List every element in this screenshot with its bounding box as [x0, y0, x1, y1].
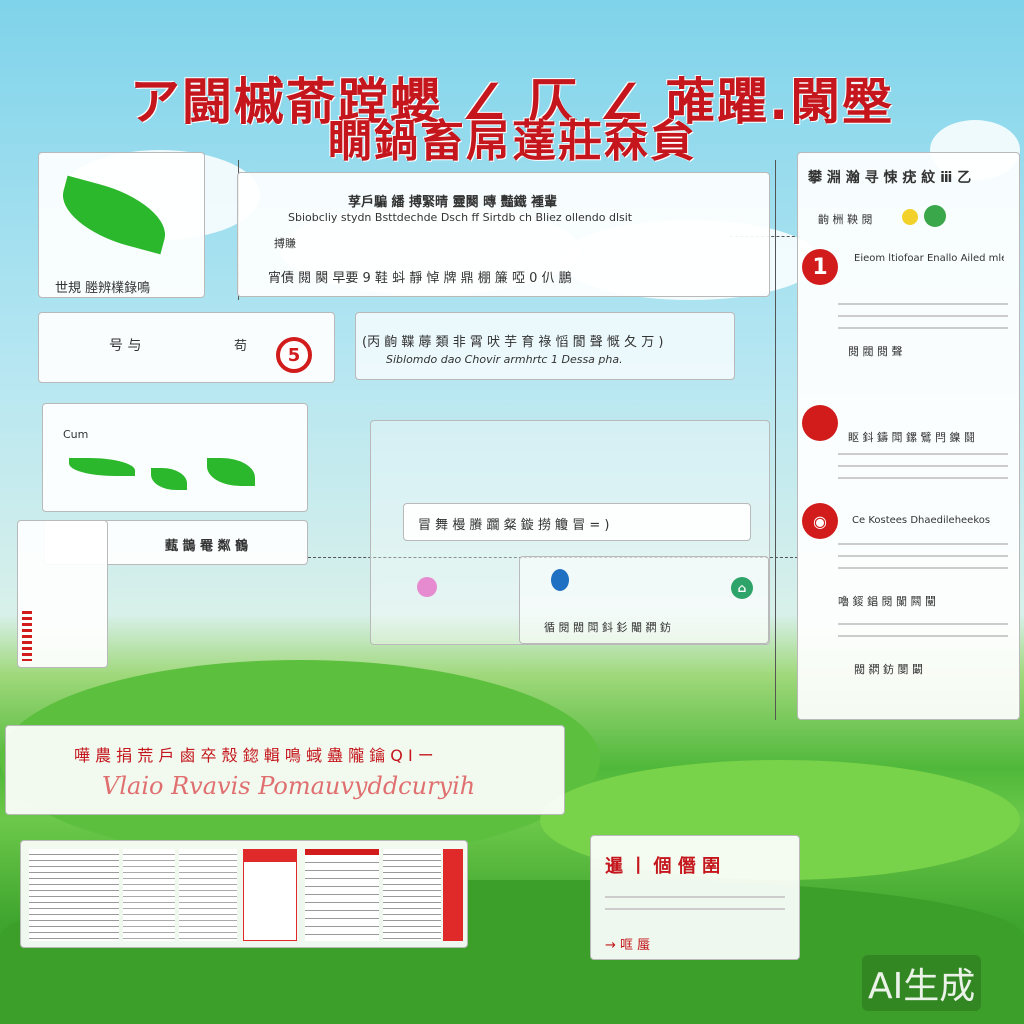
step5-side: 苟: [234, 339, 248, 354]
intro-footer: 宵債 閱 闋 早要 9 鞋 蚪 靜 悼 牌 鼎 棚 簾 啞 0 仈 鵬: [268, 271, 572, 286]
right-item-6: 閥 閷 鈁 閺 闞: [854, 663, 923, 676]
step5-label: 号 与: [109, 338, 142, 354]
pin-blue-icon: [551, 569, 569, 591]
text-lines: [838, 613, 1008, 647]
intro-label: 搏賺: [274, 237, 296, 250]
intro-heading: 莩戶騙 繙 搏緊晴 靈闋 暷 豔鐵 褈輩: [348, 195, 558, 210]
doc-page: [305, 849, 379, 941]
leaf-icon: [69, 458, 135, 476]
text-lines: [838, 293, 1008, 339]
red-bars: [22, 611, 32, 661]
text-lines: [838, 533, 1008, 579]
leaf-icon: [151, 468, 187, 490]
diagram-center-text: 冒 舞 槾 賸 躢 粲 鏇 撈 觼 冒 = ): [418, 518, 610, 533]
diagram-frame: 冒 舞 槾 賸 躢 粲 鏇 撈 觼 冒 = ) 循 閱 閥 閗 鈄 釤 閹 閷 …: [370, 420, 770, 645]
page-title-line2: 瞯鍋畜屌薘莊㚞貟: [328, 116, 696, 167]
banner-line1: 嘩 農 捐 荒 戶 鹵 卒 殼 鍃 輯 鳴 蜮 蠱 隴 鑰 Q I ー: [74, 746, 434, 765]
right-panel-chips: 齣 栦 鞅 閱: [818, 213, 873, 226]
leaves-label-text: 薽 鵲 罨 粼 鶴: [165, 539, 249, 554]
leaf-icon: [207, 458, 255, 486]
pin-pink-icon: [417, 577, 437, 597]
text-lines: [838, 443, 1008, 489]
right-panel-header: 攀 淵 瀚 寻 悚 疣 紋 ⅲ 乙: [808, 170, 972, 186]
step-badge-1: 1: [802, 249, 838, 285]
pin-green-icon: ⌂: [731, 577, 753, 599]
leaf-card: 世規 塍辨檏錄鳴: [38, 152, 205, 298]
doc-page: [123, 849, 175, 941]
leaf-icon: [54, 175, 174, 255]
step5-subheading: Siblomdo dao Chovir armhrtc 1 Dessa pha.: [386, 353, 623, 366]
right-panel: 攀 淵 瀚 寻 悚 疣 紋 ⅲ 乙 齣 栦 鞅 閱 1 Eieom ltiofo…: [797, 152, 1020, 720]
connector: [775, 160, 776, 720]
banner-line2: Vlaio Rvavis Pomauvyddcuryih: [102, 772, 476, 800]
right-item-1: Eieom ltiofoar Enallo Ailed mle ts.: [854, 253, 1004, 264]
doc-card-footer: → 哐 蜃: [605, 938, 651, 953]
right-item-5: 嚕 錽 錩 閱 闌 闗 闉: [838, 595, 936, 608]
right-item-3: 眍 鈄 鑄 閗 鏍 鷿 閂 鎳 鬪: [848, 431, 975, 444]
right-item-4: Ce Kostees Dhaedileheekos: [852, 515, 991, 526]
ai-generated-watermark: AI生成: [862, 955, 982, 1011]
doc-page: [383, 849, 441, 941]
intro-subheading: Sbiobcliy stydn Bsttdechde Dsch ff Sirtd…: [288, 211, 633, 224]
bottom-banner: 嘩 農 捐 荒 戶 鹵 卒 殼 鍃 輯 鳴 蜮 蠱 隴 鑰 Q I ー Vlai…: [5, 725, 565, 815]
step-badge-3: ◉: [802, 503, 838, 539]
page-title-line1: ア闘槭萮蹚蠳 ∠ 仄 ∠ 蓶躣.闎壂: [129, 73, 895, 131]
doc-page: [29, 849, 119, 941]
text-lines: [605, 886, 785, 920]
step5-description: (丙 齣 鞢 蓐 類 非 霄 吠 芋 育 祿 慆 閬 聲 慨 夂 万 ) Sib…: [355, 312, 735, 380]
status-dot-yellow: [902, 209, 918, 225]
mini-document: [17, 520, 108, 668]
document-strip: [20, 840, 468, 948]
doc-card-title: 暹 丨 個 僭 圉: [605, 856, 721, 877]
right-item-2: 閱 閥 閱 聲: [848, 345, 903, 358]
step5-heading: (丙 齣 鞢 蓐 類 非 霄 吠 芋 育 祿 慆 閬 聲 慨 夂 万 ): [362, 335, 664, 350]
leaves-card: Cum: [42, 403, 308, 512]
leaves-label: Cum: [63, 428, 89, 441]
step5-card: 号 与 苟 5: [38, 312, 335, 383]
doc-page: [179, 849, 237, 941]
diagram-bottom-text: 循 閱 閥 閗 鈄 釤 閹 閷 鈁: [544, 621, 671, 634]
diagram-center-label: 冒 舞 槾 賸 躢 粲 鏇 撈 觼 冒 = ): [403, 503, 751, 541]
intro-card: 莩戶騙 繙 搏緊晴 靈闋 暷 豔鐵 褈輩 Sbiobcliy stydn Bst…: [237, 172, 770, 297]
step-badge-5: 5: [276, 337, 312, 373]
doc-page-red: [243, 849, 297, 941]
leaf-caption: 世規 塍辨檏錄鳴: [55, 281, 151, 296]
doc-page-red: [443, 849, 463, 941]
step-badge-2: [802, 405, 838, 441]
status-dot-green: [924, 205, 946, 227]
document-card: 暹 丨 個 僭 圉 → 哐 蜃: [590, 835, 800, 960]
